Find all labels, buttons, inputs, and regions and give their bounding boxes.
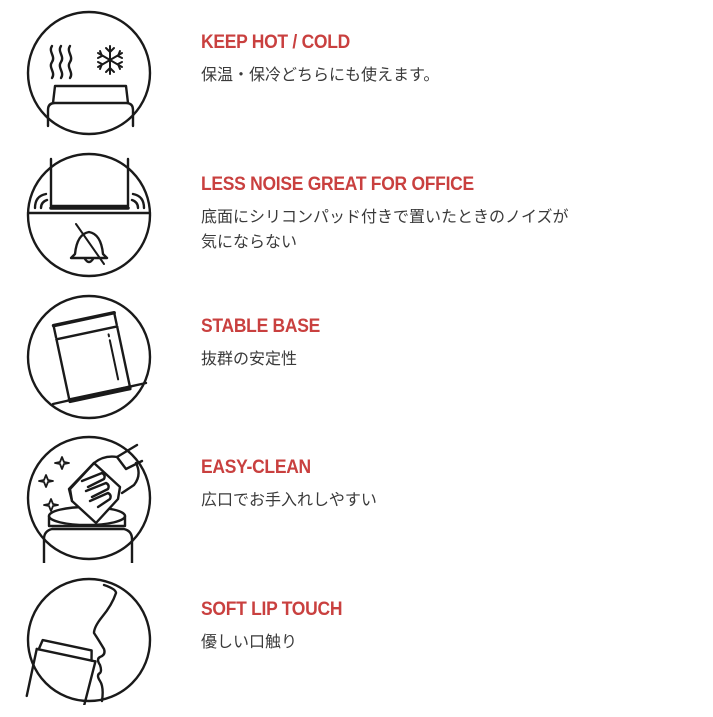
silent-base-icon [24,150,154,280]
feature-less-noise: LESS NOISE GREAT FOR OFFICE 底面にシリコンパッド付き… [0,150,713,292]
feature-title: LESS NOISE GREAT FOR OFFICE [201,174,474,196]
hot-cold-icon [24,8,154,138]
feature-keep-hot-cold: KEEP HOT / COLD 保温・保冷どちらにも使えます。 [0,8,713,150]
feature-easy-clean: EASY-CLEAN 広口でお手入れしやすい [0,433,713,575]
feature-title: EASY-CLEAN [201,457,311,479]
easy-clean-icon [24,433,154,563]
feature-title: STABLE BASE [201,316,320,338]
feature-description: 底面にシリコンパッド付きで置いたときのノイズが [201,204,661,229]
feature-description: 優しい口触り [201,629,661,654]
feature-description-line2: 気にならない [201,229,661,254]
feature-title: KEEP HOT / COLD [201,32,350,54]
feature-description: 抜群の安定性 [201,346,661,371]
feature-stable-base: STABLE BASE 抜群の安定性 [0,292,713,434]
stable-base-icon [24,292,154,422]
feature-description: 保温・保冷どちらにも使えます。 [201,62,661,87]
feature-title: SOFT LIP TOUCH [201,599,342,621]
feature-soft-lip-touch: SOFT LIP TOUCH 優しい口触り [0,575,713,717]
soft-lip-icon [24,575,154,705]
feature-description: 広口でお手入れしやすい [201,487,661,512]
